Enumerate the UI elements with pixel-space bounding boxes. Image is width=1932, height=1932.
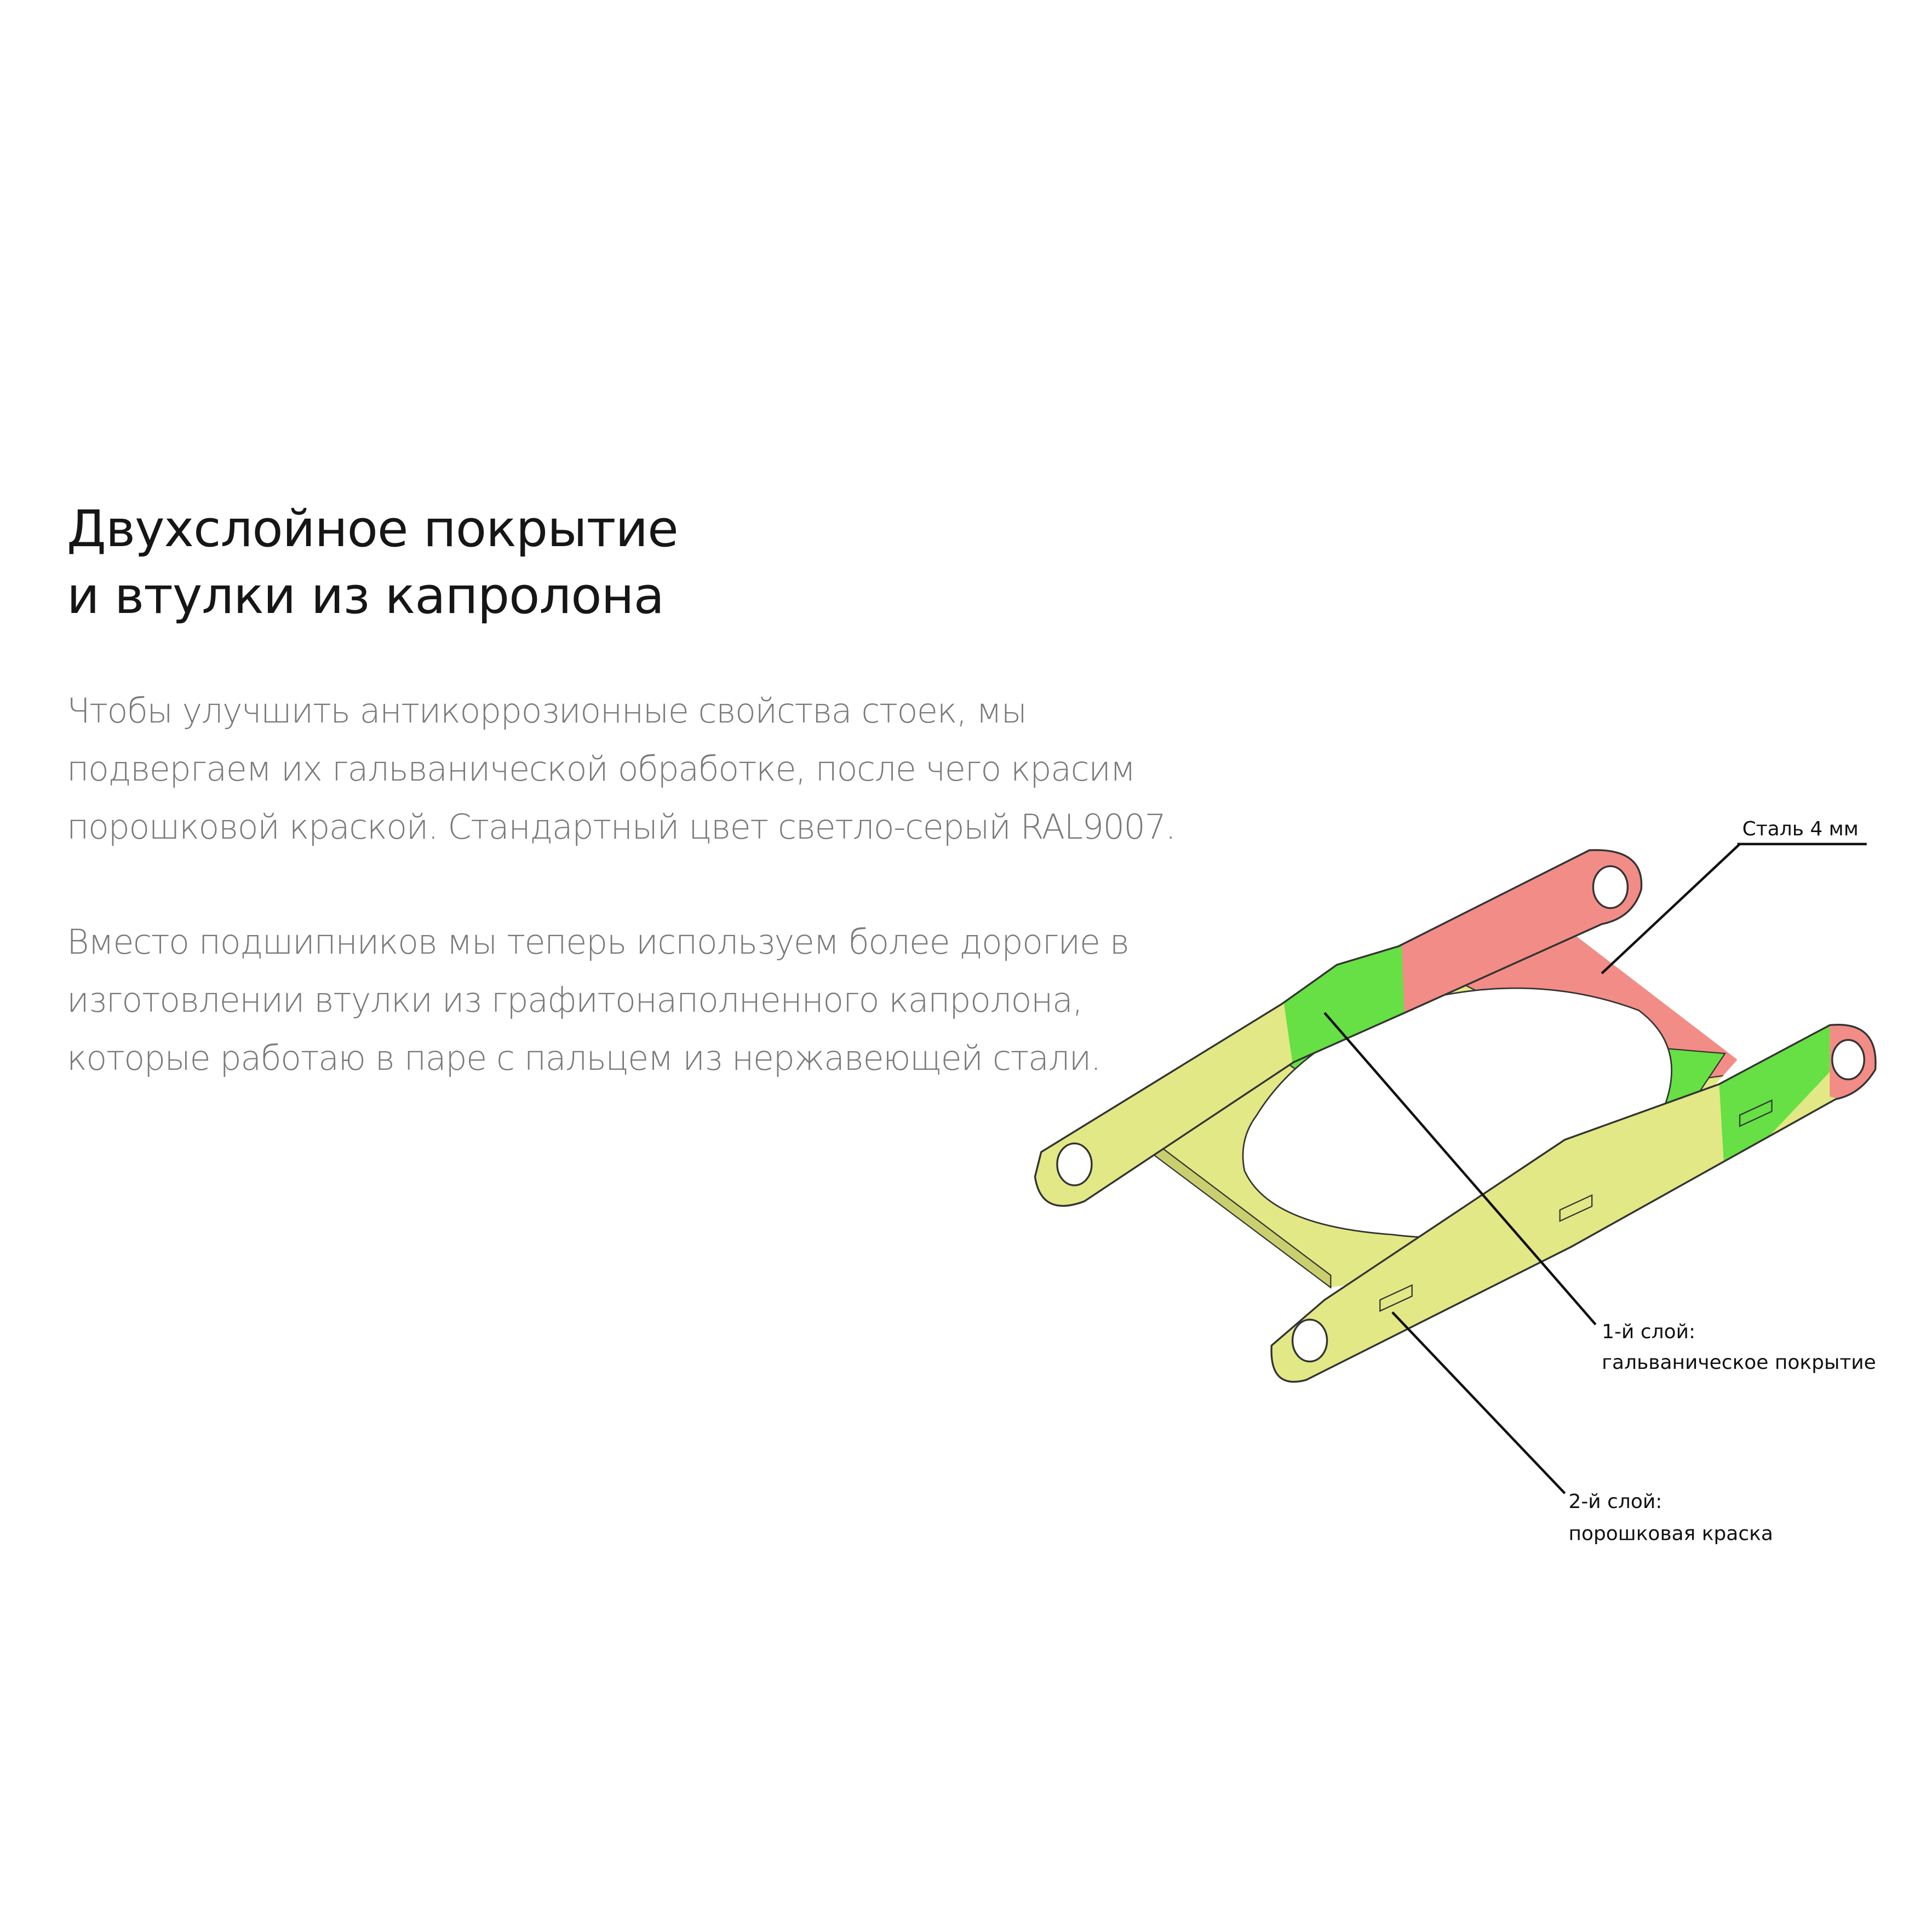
paragraph-line: подвергаем их гальванической обработке, …	[67, 749, 1136, 789]
heading-line-2: и втулки из капролона	[67, 566, 664, 625]
bushing-hole	[1056, 1142, 1093, 1186]
paragraph-line: Чтобы улучшить антикоррозионные свойства…	[67, 691, 1027, 731]
bushing-hole	[1592, 865, 1629, 909]
paragraph-line: Вместо подшипников мы теперь используем …	[67, 922, 1130, 962]
label-steel-thickness: Сталь 4 мм	[1742, 818, 1859, 840]
coating-paragraph: Чтобы улучшить антикоррозионные свойства…	[67, 682, 1176, 856]
paragraph-line: порошковой краской. Стандартный цвет све…	[67, 807, 1176, 847]
label-layer1-text: гальваническое покрытие	[1602, 1351, 1876, 1374]
leader-lines	[1323, 842, 1867, 1494]
bushing-hole	[1291, 1318, 1328, 1363]
slot-marks	[1379, 1099, 1773, 1312]
label-layer2-text: порошковая краска	[1568, 1523, 1773, 1545]
label-layer2-title: 2-й слой:	[1568, 1490, 1662, 1513]
bushing-paragraph: Вместо подшипников мы теперь используем …	[67, 913, 1130, 1087]
section-heading: Двухслойное покрытие и втулки из капроло…	[67, 496, 679, 629]
paragraph-line: изготовлении втулки из графитонаполненно…	[67, 980, 1083, 1020]
label-layer1-title: 1-й слой:	[1602, 1321, 1695, 1343]
paragraph-line: которые работаю в паре с пальцем из нерж…	[67, 1038, 1102, 1078]
heading-line-1: Двухслойное покрытие	[67, 500, 679, 558]
bushing-hole	[1831, 1039, 1865, 1081]
